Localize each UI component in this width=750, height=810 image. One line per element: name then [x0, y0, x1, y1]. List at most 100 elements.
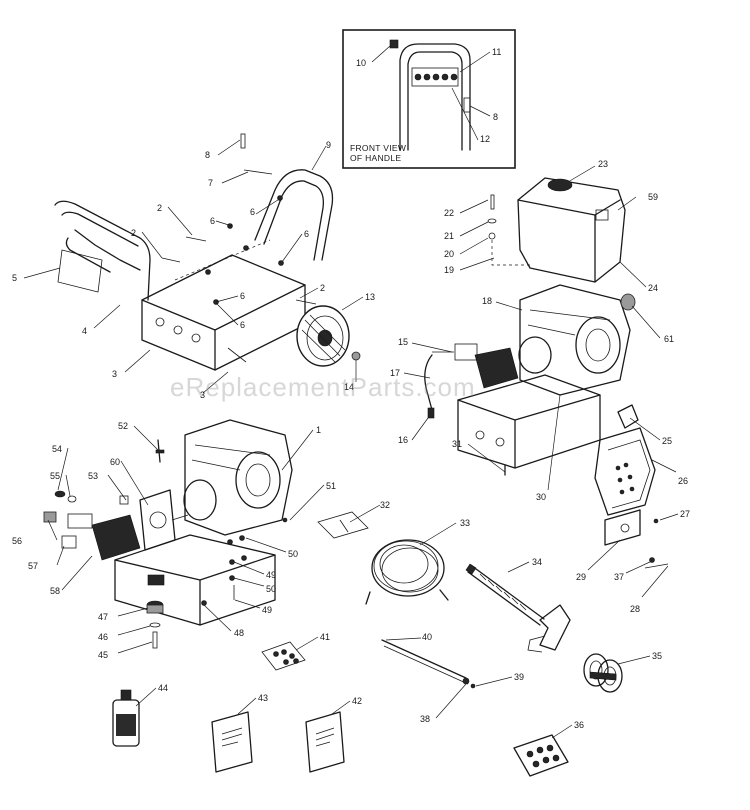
callout-7: 7 — [208, 178, 213, 188]
callout-44: 44 — [158, 683, 168, 693]
callout-26: 26 — [678, 476, 688, 486]
callout-28: 28 — [630, 604, 640, 614]
callout-59: 59 — [648, 192, 658, 202]
callout-33: 33 — [460, 518, 470, 528]
callout-41: 41 — [320, 632, 330, 642]
callout-18: 18 — [482, 296, 492, 306]
muffler — [594, 427, 656, 516]
callout-49: 49 — [266, 570, 276, 580]
callout-30: 30 — [536, 492, 546, 502]
callout-50: 50 — [266, 584, 276, 594]
inset-caption-line2: OF HANDLE — [350, 153, 401, 163]
callout-14: 14 — [344, 382, 354, 392]
leader-lines — [23, 139, 679, 739]
callout-31: 31 — [452, 439, 462, 449]
callout-6: 6 — [210, 216, 215, 226]
fuel-tank — [517, 177, 626, 283]
callout-2: 2 — [157, 203, 162, 213]
callout-40: 40 — [422, 632, 432, 642]
callout-6: 6 — [250, 207, 255, 217]
callout-49: 49 — [262, 605, 272, 615]
callout-34: 34 — [532, 557, 542, 567]
spray-wand — [381, 639, 476, 689]
callout-17: 17 — [390, 368, 400, 378]
inset-caption-line1: FRONT VIEW — [350, 143, 406, 153]
callout-4: 4 — [82, 326, 87, 336]
wheel — [296, 305, 350, 367]
callout-32: 32 — [380, 500, 390, 510]
callout-39: 39 — [514, 672, 524, 682]
callout-27: 27 — [680, 509, 690, 519]
hose-reel-strap-35 — [583, 653, 623, 693]
callout-16: 16 — [398, 435, 408, 445]
callout-38: 38 — [420, 714, 430, 724]
oil-bottle — [112, 689, 140, 747]
callout-23: 23 — [598, 159, 608, 169]
handle-front-view-inset: FRONT VIEW OF HANDLE — [342, 29, 516, 169]
callout-45: 45 — [98, 650, 108, 660]
spray-gun — [465, 563, 571, 653]
callout-3: 3 — [112, 369, 117, 379]
callout-48: 48 — [234, 628, 244, 638]
callout-25: 25 — [662, 436, 672, 446]
callout-61: 61 — [664, 334, 674, 344]
callout-42: 42 — [352, 696, 362, 706]
nozzle-set — [261, 641, 306, 671]
callout-51: 51 — [326, 481, 336, 491]
muffler-bracket — [604, 509, 641, 546]
hardware-right — [487, 194, 669, 569]
pump-adapter — [139, 439, 189, 551]
callout-53: 53 — [88, 471, 98, 481]
callout-50: 50 — [288, 549, 298, 559]
pump-left — [43, 490, 141, 561]
callout-19: 19 — [444, 265, 454, 275]
callout-21: 21 — [444, 231, 454, 241]
hardware-bolts-topleft — [161, 133, 317, 363]
callout-55: 55 — [50, 471, 60, 481]
callout-3-lower: 3 — [200, 390, 205, 400]
exhaust-pipe — [617, 404, 639, 429]
callout-2: 2 — [320, 283, 325, 293]
callout-37: 37 — [614, 572, 624, 582]
callout-56: 56 — [12, 536, 22, 546]
callout-57: 57 — [28, 561, 38, 571]
callout-29: 29 — [576, 572, 586, 582]
base-frame-left — [114, 534, 276, 626]
callout-52: 52 — [118, 421, 128, 431]
vibration-mount-parts — [146, 600, 164, 649]
callout-24: 24 — [648, 283, 658, 293]
callout-5: 5 — [12, 273, 17, 283]
spray-nozzle-kit-36 — [513, 734, 569, 777]
callout-8: 8 — [205, 150, 210, 160]
callout-1: 1 — [316, 425, 321, 435]
callout-numbers: 1 2 2 2 3 4 5 6 6 6 6 6 7 8 9 10 11 12 8… — [12, 47, 690, 730]
callout-47: 47 — [98, 612, 108, 622]
callout-54: 54 — [52, 444, 62, 454]
axle-nut — [351, 351, 361, 361]
hardware-left-base — [201, 517, 288, 606]
owners-manual-43 — [211, 711, 253, 773]
callout-6: 6 — [304, 229, 309, 239]
engine-right — [518, 284, 636, 396]
engine-left — [183, 419, 293, 536]
callout-15: 15 — [398, 337, 408, 347]
callout-20: 20 — [444, 249, 454, 259]
callout-43: 43 — [258, 693, 268, 703]
callout-35: 35 — [652, 651, 662, 661]
callout-36: 36 — [574, 720, 584, 730]
callout-2: 2 — [131, 228, 136, 238]
callout-11: 11 — [492, 47, 501, 57]
callout-46: 46 — [98, 632, 108, 642]
callout-6: 6 — [240, 320, 245, 330]
manual-42 — [305, 711, 345, 773]
callout-6: 6 — [240, 291, 245, 301]
callout-12: 12 — [480, 134, 490, 144]
decal-32 — [317, 511, 369, 539]
callout-8-inset: 8 — [493, 112, 498, 122]
callout-58: 58 — [50, 586, 60, 596]
callout-10: 10 — [356, 58, 366, 68]
callout-22: 22 — [444, 208, 454, 218]
pump-right — [424, 343, 519, 419]
